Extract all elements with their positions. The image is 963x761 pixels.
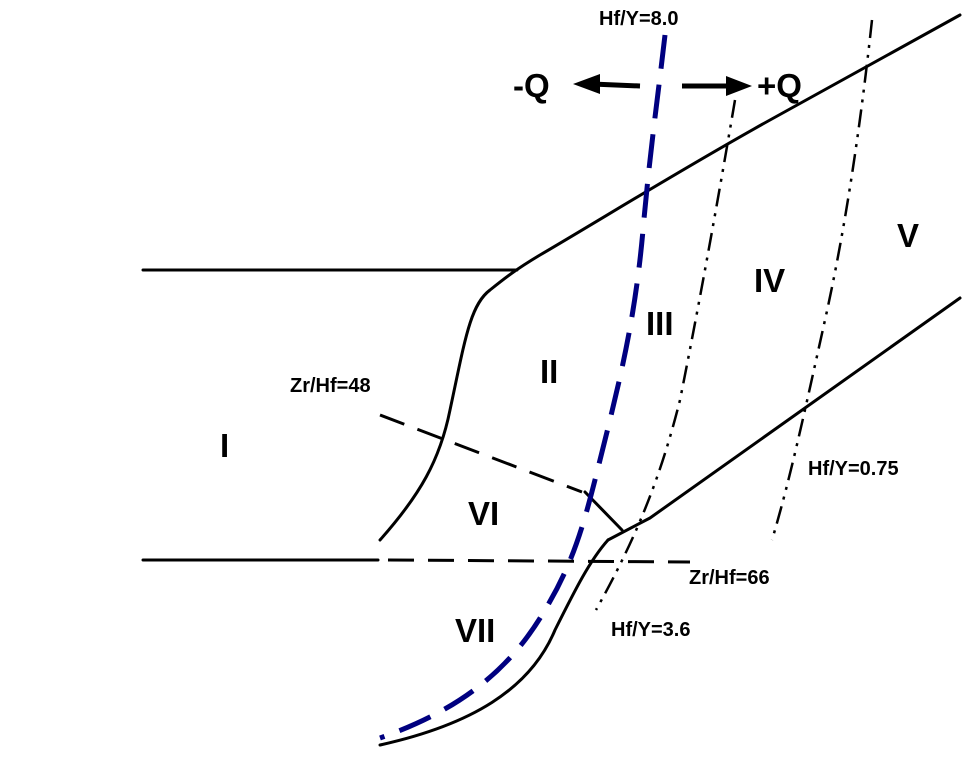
plus-q-arrow	[682, 76, 752, 96]
minus-q-label: -Q	[513, 67, 550, 104]
hf-y-3-6-label: Hf/Y=3.6	[611, 619, 690, 641]
region-label-V: V	[897, 217, 919, 254]
hf-y-8-blue-dashed-curve	[379, 34, 668, 741]
hf-y-0-75-label: Hf/Y=0.75	[808, 458, 899, 480]
region-label-VII: VII	[455, 612, 495, 649]
zr-hf-48-dashed-line	[379, 413, 583, 494]
hf-y-3-6-dashdot-line	[594, 99, 737, 611]
upper-curved-boundary	[378, 13, 962, 542]
region-label-II: II	[540, 353, 558, 390]
hf-y-0-75-dashdot-line	[770, 19, 874, 541]
minus-q-arrow	[573, 74, 641, 94]
plus-q-label: +Q	[757, 67, 802, 104]
region-label-I: I	[220, 427, 229, 464]
region-label-IV: IV	[754, 262, 785, 299]
hf-y-8-label: Hf/Y=8.0	[599, 8, 678, 30]
middle-right-boundary	[606, 296, 962, 542]
zr-hf-66-dashed-line	[387, 558, 691, 564]
zr-hf-66-label: Zr/Hf=66	[689, 567, 770, 589]
region-label-III: III	[646, 305, 674, 342]
lower-curved-boundary	[378, 538, 610, 747]
zr-hf-48-label: Zr/Hf=48	[290, 375, 371, 397]
region-label-VI: VI	[468, 495, 499, 532]
